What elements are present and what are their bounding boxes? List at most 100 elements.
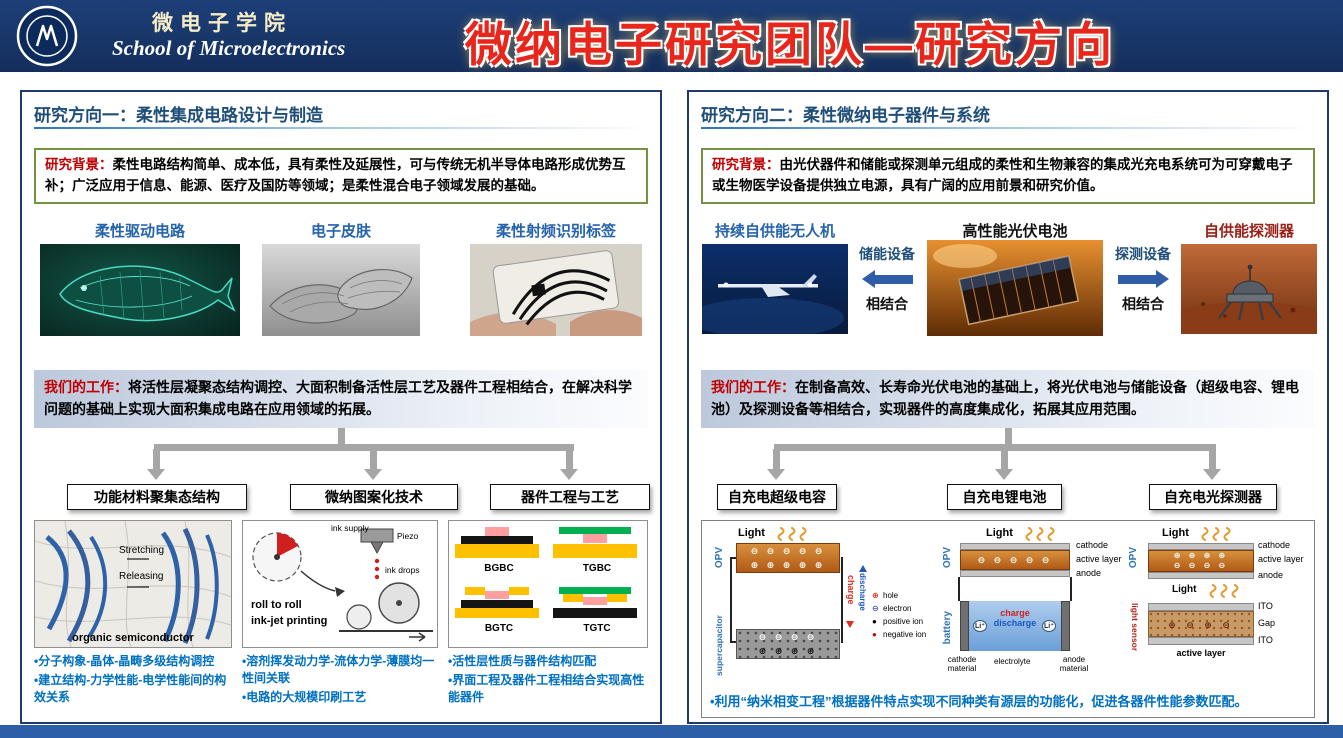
label-flexible-driver-circuit: 柔性驱动电路 [94, 223, 185, 240]
direction-2-heading: 研究方向二：柔性微纳电子器件与系统 [701, 106, 990, 125]
anode-label: anode [1076, 568, 1102, 578]
detector-photo [1181, 244, 1317, 334]
our-work-bar: 我们的工作：在制备高效、长寿命光伏电池的基础上，将光伏电池与储能设备（超级电容、… [701, 370, 1315, 428]
combine-label: 相结合 [1122, 296, 1164, 312]
device-architectures-figure: BGBC TGBC BGTC TG [448, 520, 648, 648]
light-waves-icon [1209, 584, 1239, 598]
storage-device-label: 储能设备 [859, 246, 915, 262]
our-work-text: 将活性层凝聚态结构调控、大面积制备活性层工艺及器件工程相结合，在解决科学问题的基… [44, 379, 632, 417]
drone-photo [702, 244, 848, 334]
light-sensor-label: light sensor [1130, 603, 1140, 652]
arrow-down-icon [560, 469, 578, 480]
flexible-rfid-photo [470, 244, 642, 336]
stretching-label: Stretching [119, 545, 165, 556]
connector-drop [1001, 449, 1008, 469]
li-ion: Li⁺ [973, 620, 987, 632]
topic-box-photodetector: 自充电光探测器 [1149, 484, 1277, 510]
detection-link: 探测设备 相结合 [1107, 244, 1179, 314]
ito-bottom-layer [1148, 637, 1254, 645]
arrow-down-icon [846, 621, 854, 628]
active-layer: ⊖ ⊖ ⊖ ⊖ ⊖ [960, 550, 1070, 570]
cathode-material-label: cathode material [947, 655, 977, 673]
footer-bar [0, 725, 1343, 738]
active-layer-label: active layer [1258, 554, 1304, 564]
arrow-left-icon [851, 268, 923, 290]
supercapacitor-layer: ⊖ ⊖ ⊖ ⊖ ⊕ ⊕ ⊕ ⊕ [736, 629, 840, 659]
flexible-driver-circuit-photo [40, 244, 240, 336]
releasing-label: Releasing [119, 571, 164, 582]
anode-label: anode [1258, 570, 1284, 580]
inkjet-printing-figure: ink supply Piezo ink drops roll to roll … [242, 520, 438, 648]
arrow-down-icon [147, 469, 165, 480]
piezo-label: Piezo [397, 531, 419, 541]
active-layer-label: active layer [1076, 554, 1122, 564]
topic-box-patterning: 微纳图案化技术 [290, 484, 458, 510]
heading-rule [34, 127, 648, 129]
electrolyte-label: electrolyte [994, 657, 1031, 666]
topic-box-device-engineering: 器件工程与工艺 [490, 484, 650, 510]
topic-box-supercapacitor: 自充电超级电容 [717, 484, 837, 510]
school-logo-icon [16, 5, 78, 67]
anode-material-label: anode material [1059, 655, 1089, 673]
cathode-material-layer [960, 601, 969, 651]
our-work-label: 我们的工作： [711, 379, 795, 395]
connector-drop [370, 449, 377, 469]
charge-label: charge [846, 575, 856, 605]
bullet-item: •活性层性质与器件结构匹配 [448, 654, 597, 668]
ito-label: ITO [1258, 635, 1273, 645]
anode-material-layer [1061, 601, 1070, 651]
fiber-bullets: •分子构象-晶体-晶畴多级结构调控 •建立结构-力学性能-电学性能间的构效关系 [34, 653, 234, 707]
device-tgbc: TGBC [553, 527, 641, 583]
label-flexible-rfid-tag: 柔性射频识别标签 [495, 223, 616, 240]
battery-label: battery [942, 611, 953, 645]
background-text: 柔性电路结构简单、成本低，具有柔性及延展性，可与传统无机半导体电路形成优势互补；… [45, 157, 626, 193]
research-background-box: 研究背景：柔性电路结构简单、成本低，具有柔性及延展性，可与传统无机半导体电路形成… [34, 148, 648, 204]
connector-stem [1005, 428, 1012, 446]
light-waves-icon [1025, 527, 1055, 541]
integrated-device-figure: Light OPV ⊖ ⊖ ⊖ ⊖ ⊖ ⊕ ⊕ ⊕ ⊕ ⊕ charge [701, 520, 1315, 718]
panel-direction-2: 研究方向二：柔性微纳电子器件与系统 研究背景：由光伏器件和储能或探测单元组成的柔… [687, 90, 1329, 724]
detection-device-label: 探测设备 [1115, 246, 1171, 262]
light-label: Light [1172, 584, 1197, 595]
battery-cell: charge discharge Li⁺ Li⁺ [960, 601, 1070, 651]
device-bullets: •活性层性质与器件结构匹配 •界面工程及器件工程相结合实现高性能器件 [448, 653, 650, 707]
light-label: Light [1162, 527, 1189, 539]
storage-link: 储能设备 相结合 [851, 244, 923, 314]
arrow-right-icon [1107, 268, 1179, 290]
arrow-down-icon [767, 469, 785, 480]
label-self-powered-detector: 自供能探测器 [1203, 223, 1294, 240]
connector-drop [773, 449, 780, 469]
heading-rule [701, 127, 1315, 129]
bullet-item: •电路的大规模印刷工艺 [242, 689, 367, 704]
background-text: 由光伏器件和储能或探测单元组成的柔性和生物兼容的集成光充电系统可为可穿戴电子或生… [712, 157, 1293, 193]
bullet-item: •溶剂挥发动力学-流体力学-薄膜均一性间关联 [242, 654, 435, 685]
our-work-text: 在制备高效、长寿命光伏电池的基础上，将光伏电池与储能设备（超级电容、锂电池）及探… [711, 379, 1299, 417]
research-background-box: 研究背景：由光伏器件和储能或探测单元组成的柔性和生物兼容的集成光充电系统可为可穿… [701, 148, 1315, 204]
cathode-label: cathode [1076, 540, 1109, 550]
school-name-en: School of Microelectronics [112, 36, 346, 60]
active-layer-caption: active layer [1176, 648, 1226, 658]
topic-box-material-structure: 功能材料聚集态结构 [67, 484, 247, 510]
connector-drop [566, 449, 573, 469]
active-layer: ⊕ ⊕ ⊕ ⊕ ⊖ ⊖ ⊖ ⊖ [1148, 550, 1254, 572]
label-electronic-skin: 电子皮肤 [310, 223, 371, 240]
electronic-skin-photo [262, 244, 420, 336]
background-label: 研究背景： [712, 157, 780, 172]
opv-label: OPV [1128, 547, 1139, 569]
opv-layer: ⊖ ⊖ ⊖ ⊖ ⊖ ⊕ ⊕ ⊕ ⊕ ⊕ [736, 543, 840, 573]
anode-layer [960, 570, 1070, 577]
our-work-label: 我们的工作： [44, 379, 128, 395]
connector-stem [338, 428, 345, 446]
cathode-label: cathode [1258, 540, 1291, 550]
slide-title: 微纳电子研究团队—研究方向 [465, 18, 1115, 71]
topic-box-li-battery: 自充电锂电池 [947, 484, 1062, 510]
connector-rail [774, 444, 1216, 451]
panel-direction-1: 研究方向一：柔性集成电路设计与制造 研究背景：柔性电路结构简单、成本低，具有柔性… [20, 90, 662, 724]
bullet-item: •建立结构-力学性能-电学性能间的构效关系 [34, 672, 227, 704]
device-bgbc: BGBC [455, 527, 543, 583]
direction-1-heading: 研究方向一：柔性集成电路设计与制造 [34, 106, 323, 125]
ito-top-layer [1148, 603, 1254, 611]
gap-layer: ⊕ ⊖ ⊕ ⊖ [1148, 611, 1254, 637]
ink-supply-label: ink supply [331, 523, 369, 533]
arrow-up-icon [859, 565, 867, 572]
